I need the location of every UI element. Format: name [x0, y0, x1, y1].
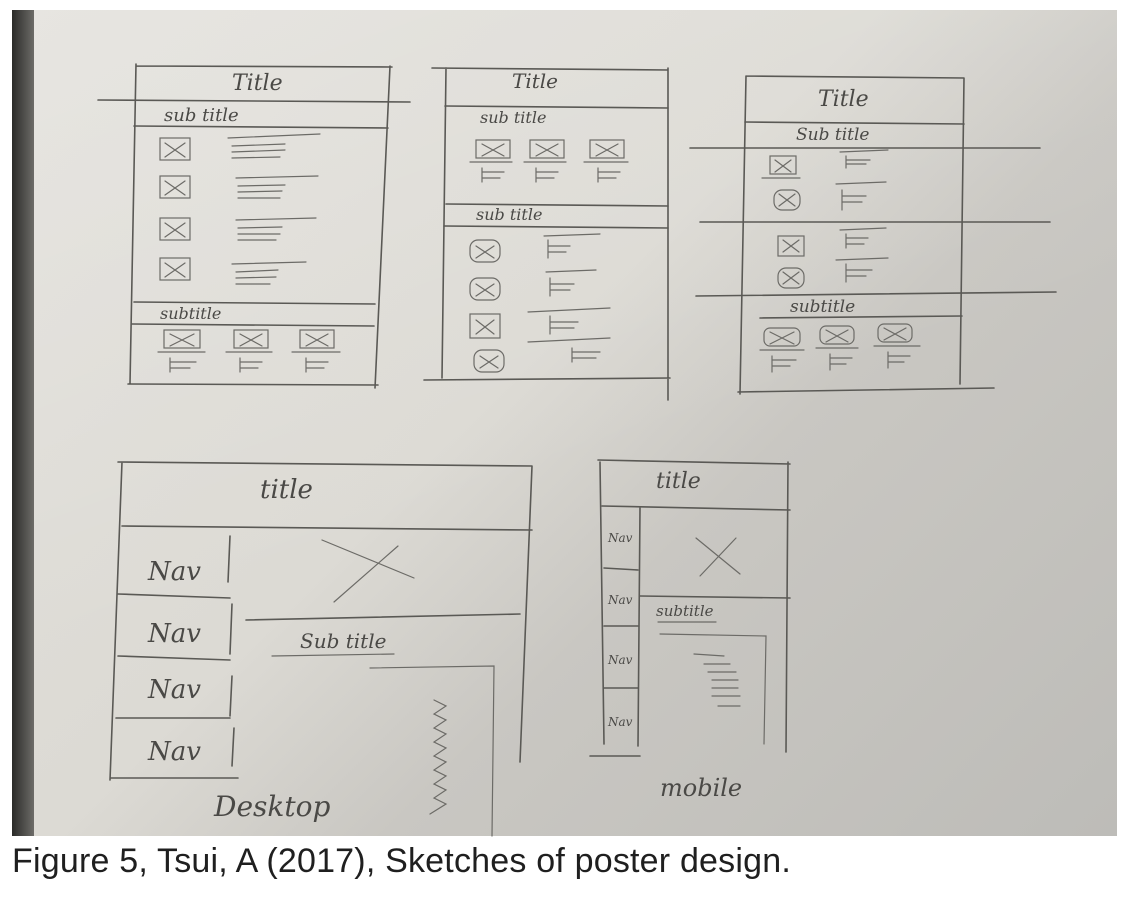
sketch-1: Title sub title subtitle	[97, 63, 411, 389]
sketch-2: Title sub title sub title	[423, 67, 671, 401]
figure-caption: Figure 5, Tsui, A (2017), Sketches of po…	[12, 842, 791, 880]
desktop-nav-2: Nav	[147, 619, 201, 649]
sketch-2-subtitle-top: sub title	[480, 108, 546, 127]
mobile-title: title	[656, 469, 701, 494]
desktop-sketch: title Nav Nav Nav Nav Sub title Desktop	[109, 461, 533, 837]
mobile-nav-3: Nav	[607, 653, 633, 667]
mobile-sketch: title Nav Nav Nav Nav subtitle mobile	[589, 459, 791, 802]
sketch-1-subtitle-top: sub title	[164, 105, 239, 126]
desktop-nav-4: Nav	[147, 737, 201, 767]
sketch-1-subtitle-bottom: subtitle	[160, 304, 221, 323]
sketch-1-title: Title	[232, 71, 283, 96]
mobile-nav-2: Nav	[607, 593, 633, 607]
desktop-label: Desktop	[213, 790, 330, 823]
mobile-text-lines	[693, 653, 741, 707]
sketch-2-subtitle-bottom: sub title	[476, 205, 542, 224]
desktop-nav-3: Nav	[147, 675, 201, 705]
mobile-nav-4: Nav	[607, 715, 633, 729]
desktop-text-scribble	[429, 699, 448, 815]
mobile-subtitle: subtitle	[656, 602, 714, 620]
desktop-image-placeholder	[321, 539, 415, 603]
sketch-3-subtitle-bottom: subtitle	[790, 297, 855, 317]
sketch-3-subtitle-top: Sub title	[796, 125, 869, 145]
sketch-3: Title Sub title subtitle	[689, 75, 1057, 395]
sketch-2-title: Title	[512, 69, 558, 93]
mobile-nav-1: Nav	[607, 531, 633, 545]
mobile-label: mobile	[660, 774, 742, 802]
desktop-title: title	[260, 475, 313, 505]
desktop-nav-1: Nav	[147, 557, 201, 587]
mobile-image-placeholder	[695, 537, 741, 577]
desktop-subtitle: Sub title	[300, 629, 386, 653]
sketch-3-title: Title	[818, 87, 869, 112]
